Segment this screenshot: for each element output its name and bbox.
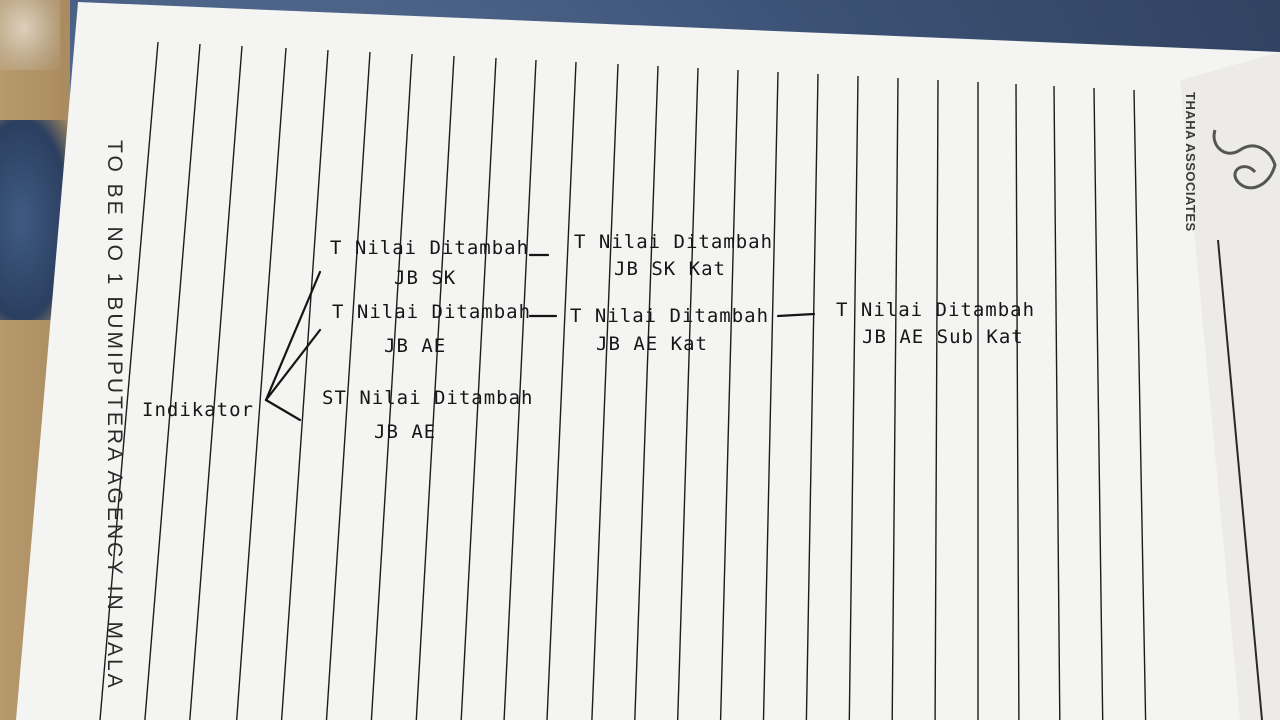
- paper-edge-shade: [1180, 52, 1280, 720]
- row1-b-line1: T Nilai Ditambah: [574, 231, 773, 253]
- row2-c-line1: T Nilai Ditambah: [836, 299, 1035, 321]
- ruled-line: [144, 43, 201, 720]
- dash-row2-b: [776, 312, 816, 318]
- row1-a-line1: T Nilai Ditambah: [330, 237, 529, 259]
- branch-to-row1: [264, 270, 322, 402]
- branch-to-row3: [264, 398, 302, 422]
- row1-a-line2: JB SK: [394, 267, 456, 289]
- ruled-line: [503, 59, 537, 720]
- row2-a-line1: T Nilai Ditambah: [332, 301, 531, 323]
- ruled-line: [591, 63, 619, 720]
- side-slogan: TO BE NO 1 BUMIPUTERA AGENCY IN MALA: [103, 140, 126, 691]
- ruled-lines: [99, 41, 1147, 720]
- row2-a-line2: JB AE: [384, 335, 446, 357]
- brand-name: THAHA ASSOCIATES: [1183, 92, 1198, 232]
- ruled-line: [325, 51, 371, 720]
- ruled-line: [280, 49, 329, 720]
- ruled-line: [677, 67, 699, 720]
- ruled-line: [719, 69, 739, 720]
- ruled-line: [934, 79, 939, 720]
- ruled-line: [1053, 85, 1061, 720]
- ruled-line: [891, 77, 899, 720]
- row2-c-line2: JB AE Sub Kat: [862, 326, 1024, 348]
- ruled-line: [370, 53, 413, 720]
- row2-b-line2: JB AE Kat: [596, 333, 708, 355]
- row2-b-line1: T Nilai Ditambah: [570, 305, 769, 327]
- ruled-line: [460, 57, 497, 720]
- branch-to-row2: [264, 328, 322, 402]
- ruled-line: [848, 75, 859, 720]
- ruled-line: [805, 73, 819, 720]
- ruled-line: [1133, 89, 1147, 720]
- brand-logo: [1212, 129, 1277, 190]
- row3-a-line2: JB AE: [374, 421, 436, 443]
- tree-connectors: [264, 253, 816, 422]
- ruled-line: [99, 41, 159, 720]
- row3-a-line1: ST Nilai Ditambah: [322, 387, 533, 409]
- ruled-line: [236, 47, 287, 720]
- ruled-line: [634, 65, 659, 720]
- ruled-line: [1015, 83, 1020, 720]
- root-label: Indikator: [142, 399, 254, 421]
- ruled-line: [762, 71, 779, 720]
- margin-line: [1217, 239, 1263, 720]
- ruled-line: [546, 61, 577, 720]
- ruled-line: [1093, 87, 1104, 720]
- ruled-line: [189, 45, 243, 720]
- ruled-line: [415, 55, 455, 720]
- brand-swirl-icon: [1212, 129, 1277, 190]
- row1-b-line2: JB SK Kat: [614, 258, 726, 280]
- drinking-glass: [0, 0, 60, 70]
